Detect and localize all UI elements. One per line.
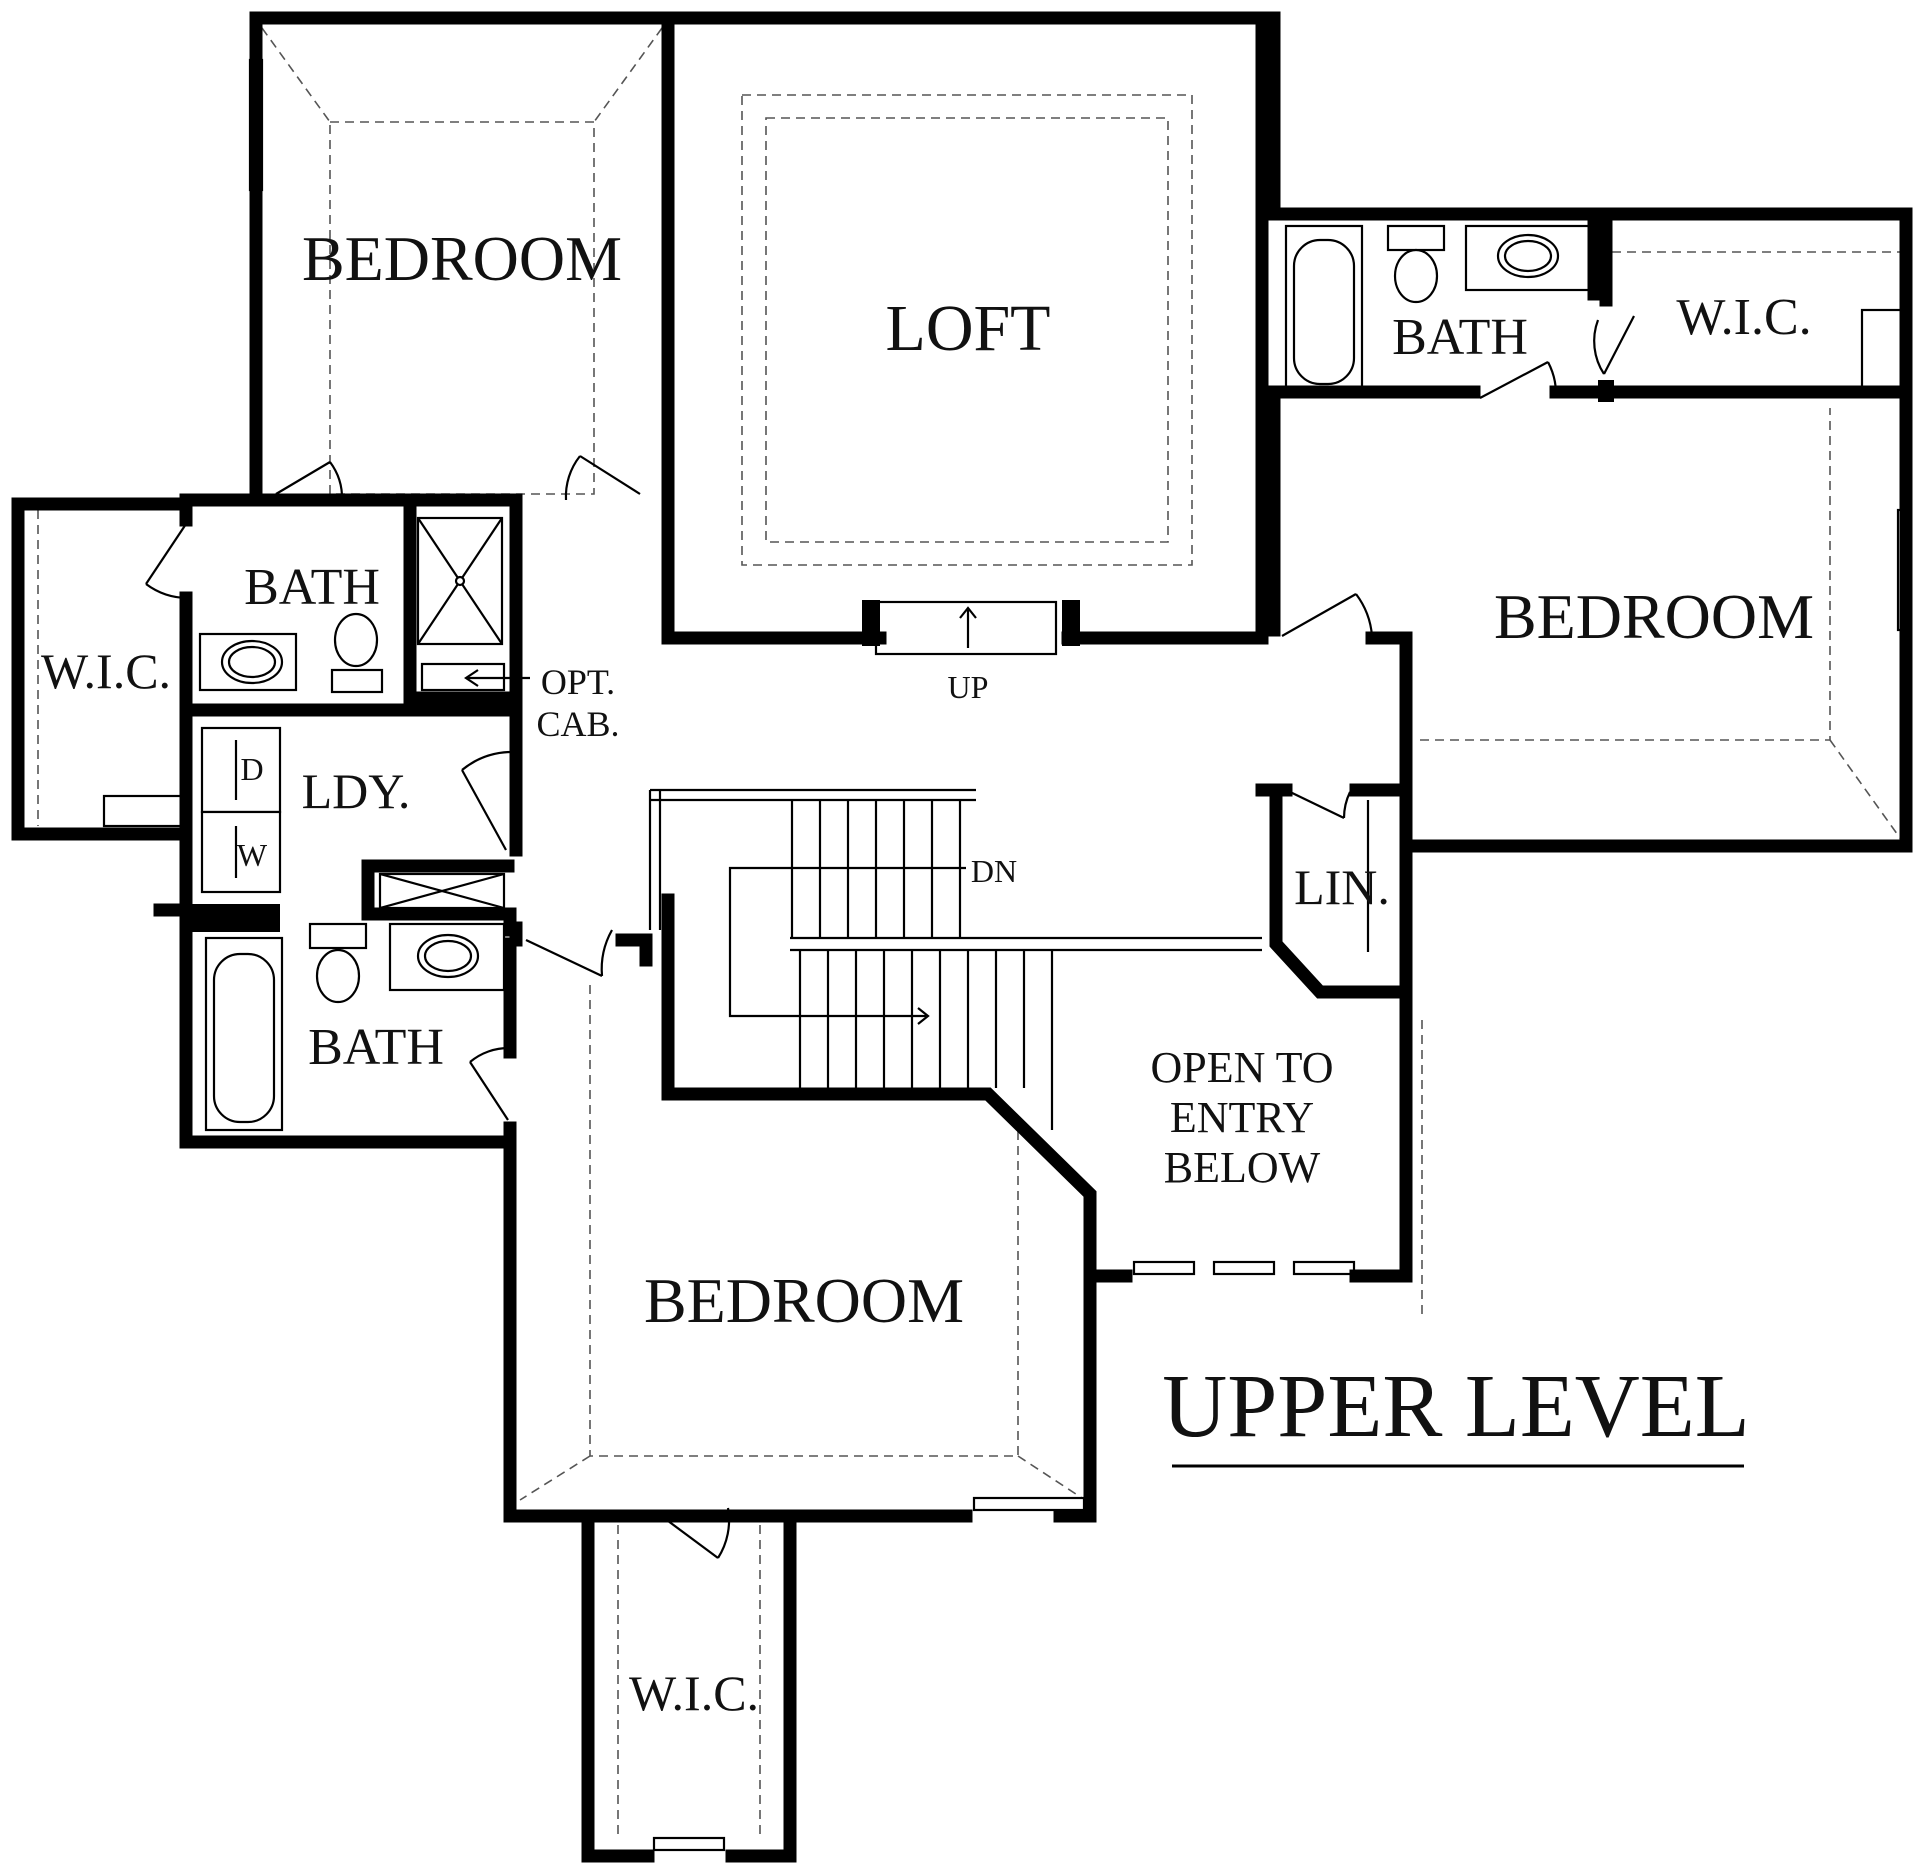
bath-sw-label: BATH: [308, 1019, 444, 1076]
room-labels: BEDROOM LOFT BATH W.I.C. BEDROOM BATH W.…: [41, 223, 1814, 1721]
bath-ne-label: BATH: [1392, 309, 1528, 366]
walls: [11, 11, 1913, 1863]
bedroom-nw-label: BEDROOM: [302, 223, 622, 294]
stairs-up-label: UP: [948, 669, 989, 705]
washer-label: W: [237, 837, 268, 873]
bedroom-s-label: BEDROOM: [644, 1265, 964, 1336]
title-block: UPPER LEVEL: [1162, 1357, 1750, 1468]
laundry-label: LDY.: [302, 763, 411, 819]
wic-s-label: W.I.C.: [629, 1665, 759, 1721]
open-to-entry-label-3: BELOW: [1164, 1143, 1321, 1192]
open-to-entry-label-1: OPEN TO: [1151, 1043, 1334, 1092]
wic-w-label: W.I.C.: [41, 643, 171, 699]
stairs-down-label: DN: [971, 853, 1017, 889]
opt-cab-arrow: [464, 669, 530, 687]
fixtures: [102, 58, 1912, 1852]
linen-label: LIN.: [1294, 859, 1390, 915]
dryer-label: D: [240, 751, 263, 787]
plan-title: UPPER LEVEL: [1162, 1357, 1750, 1456]
bath-w-label: BATH: [244, 559, 380, 616]
bedroom-e-label: BEDROOM: [1494, 581, 1814, 652]
stair-treads-lower: [798, 950, 1054, 1130]
opt-cab-label-2: CAB.: [536, 704, 619, 744]
ceiling-lines: [37, 27, 1901, 1840]
open-to-entry-label-2: ENTRY: [1170, 1093, 1314, 1142]
loft-label: LOFT: [886, 292, 1051, 365]
wic-ne-label: W.I.C.: [1676, 289, 1811, 346]
opt-cab-label-1: OPT.: [541, 662, 615, 702]
